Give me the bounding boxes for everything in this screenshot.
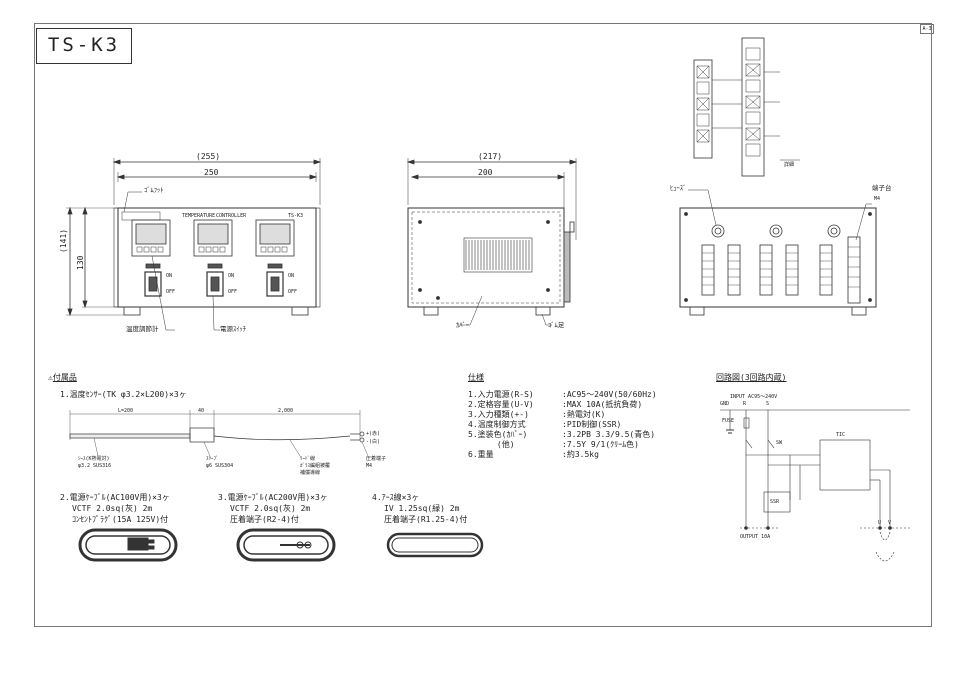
circuit-heading: 回路図(3回路内蔵) <box>716 373 787 382</box>
title-block: TS-K3 <box>36 28 132 64</box>
front-dim-overall: (255) <box>196 152 221 161</box>
sensor-terminal-label: 圧着端子 <box>366 456 387 462</box>
front-dim-body: 250 <box>204 168 219 177</box>
spec-row-1-value: :AC95～240V(50/60Hz) <box>562 390 657 399</box>
spec-row-2-value: :MAX 10A(抵抗負荷) <box>562 400 643 409</box>
panel-model: TS-K3 <box>288 213 304 219</box>
accessory-item-3: 3.電源ｹｰﾌﾞﾙ(AC200V用)×3ヶ <box>218 493 328 502</box>
sensor-terminal-sub: M4 <box>366 463 373 469</box>
callout-terminal-size: M4 <box>874 196 881 202</box>
spec-row-6-value: :7.5Y 9/1(ｸﾘｰﾑ色) <box>562 440 639 449</box>
accessory-item-3-terminal: 圧着端子(R2-4)付 <box>230 515 299 524</box>
callout-rubber-foot: ｺﾞﾑﾌｯﾄ <box>144 186 164 194</box>
accessory-item-2-spec: VCTF 2.0sq(灰) 2m <box>72 504 153 513</box>
switch-off-2: OFF <box>228 289 238 295</box>
spec-row-5-label: 5.塗装色(ｶﾊﾞｰ) <box>468 430 528 439</box>
sensor-dim-a: L=200 <box>118 408 134 414</box>
circuit-ssr: SSR <box>770 499 780 505</box>
accessory-item-2: 2.電源ｹｰﾌﾞﾙ(AC100V用)×3ヶ <box>60 493 170 502</box>
sensor-minus-white: -(白) <box>366 439 381 445</box>
callout-rubber-foot-side: ｺﾞﾑ足 <box>548 321 565 329</box>
switch-on-2: ON <box>228 273 235 279</box>
drawing-sheet-border <box>34 23 932 627</box>
sensor-lead-sub2: 補償導線 <box>300 470 321 476</box>
accessories-heading: ⚠付属品 <box>48 373 77 382</box>
specs-heading: 仕様 <box>468 373 484 382</box>
circuit-sw: SW <box>776 440 783 446</box>
sensor-plus-red: +(赤) <box>366 431 381 437</box>
spec-row-3-value: :熱電対(K) <box>562 410 606 419</box>
circuit-tic: TIC <box>836 432 846 438</box>
callout-temp-controller: 温度調節計 <box>126 325 159 333</box>
circuit-fuse: FUSE <box>722 418 735 424</box>
accessories-heading-text: 付属品 <box>52 373 77 382</box>
switch-on-1: ON <box>166 273 173 279</box>
callout-fuse: ﾋｭｰｽﾞ <box>670 184 687 192</box>
sensor-lead-sub: ｶﾞﾗｽ編組被覆 <box>300 463 331 469</box>
spec-row-4-label: 4.温度制御方式 <box>468 420 526 429</box>
spec-row-7-label: 6.重量 <box>468 450 494 459</box>
sensor-sleeve-label: ｽﾘｰﾌﾞ <box>206 456 219 462</box>
sensor-sheath-label: ｼｰｽ(K熱電対) <box>78 456 110 462</box>
spec-row-1-label: 1.入力電源(R-S) <box>468 390 534 399</box>
spec-row-6-label: (他) <box>468 440 515 449</box>
detail-label: 詳細 <box>784 162 795 168</box>
panel-title-left: TEMPERATURE <box>182 213 216 219</box>
accessory-item-4-terminal: 圧着端子(R1.25-4)付 <box>384 515 468 524</box>
panel-title-mid: CONTROLLER <box>216 213 247 219</box>
spec-row-3-label: 3.入力種類(+-) <box>468 410 529 419</box>
accessory-item-2-plug: ｺﾝｾﾝﾄﾌﾟﾗｸﾞ(15A 125V)付 <box>72 515 169 524</box>
side-dim-body: 200 <box>478 168 493 177</box>
sensor-dim-b: 40 <box>198 408 205 414</box>
accessory-item-3-spec: VCTF 2.0sq(灰) 2m <box>230 504 311 513</box>
sensor-lead-label: ﾘｰﾄﾞ線 <box>300 456 316 462</box>
switch-on-3: ON <box>288 273 295 279</box>
sensor-sleeve-sub: φ6 SUS304 <box>206 463 234 469</box>
spec-row-4-value: :PID制御(SSR) <box>562 420 622 429</box>
accessory-item-1: 1.温度ｾﾝｻｰ(TK φ3.2×L200)×3ヶ <box>60 390 187 399</box>
accessory-item-4-spec: IV 1.25sq(緑) 2m <box>384 504 460 513</box>
sensor-sheath-sub: φ3.2 SUS316 <box>78 463 112 469</box>
switch-off-1: OFF <box>166 289 176 295</box>
switch-off-3: OFF <box>288 289 298 295</box>
circuit-gnd: GND <box>720 401 730 407</box>
circuit-r: R <box>743 401 747 407</box>
circuit-v: V <box>888 520 892 526</box>
callout-terminal-block: 端子台 <box>872 184 892 192</box>
spec-row-2-label: 2.定格容量(U-V) <box>468 400 534 409</box>
sensor-dim-c: 2,000 <box>278 408 294 414</box>
circuit-output-label: OUTPUT 10A <box>740 534 771 540</box>
circuit-s: S <box>766 401 770 407</box>
circuit-u: U <box>878 520 882 526</box>
spec-row-7-value: :約3.5kg <box>562 450 599 459</box>
callout-power-switch: 電源ｽｲｯﾁ <box>220 325 246 333</box>
circuit-input-label: INPUT AC95～240V <box>730 394 778 400</box>
spec-row-5-value: :3.2PB 3.3/9.5(青色) <box>562 430 656 439</box>
page-mark: A-3 <box>920 24 934 34</box>
model-title: TS-K3 <box>47 34 121 56</box>
accessory-item-4: 4.ｱｰｽ線×3ヶ <box>372 493 420 502</box>
callout-cover: ｶﾊﾞｰ <box>456 321 469 329</box>
side-dim-overall: (217) <box>478 152 503 161</box>
